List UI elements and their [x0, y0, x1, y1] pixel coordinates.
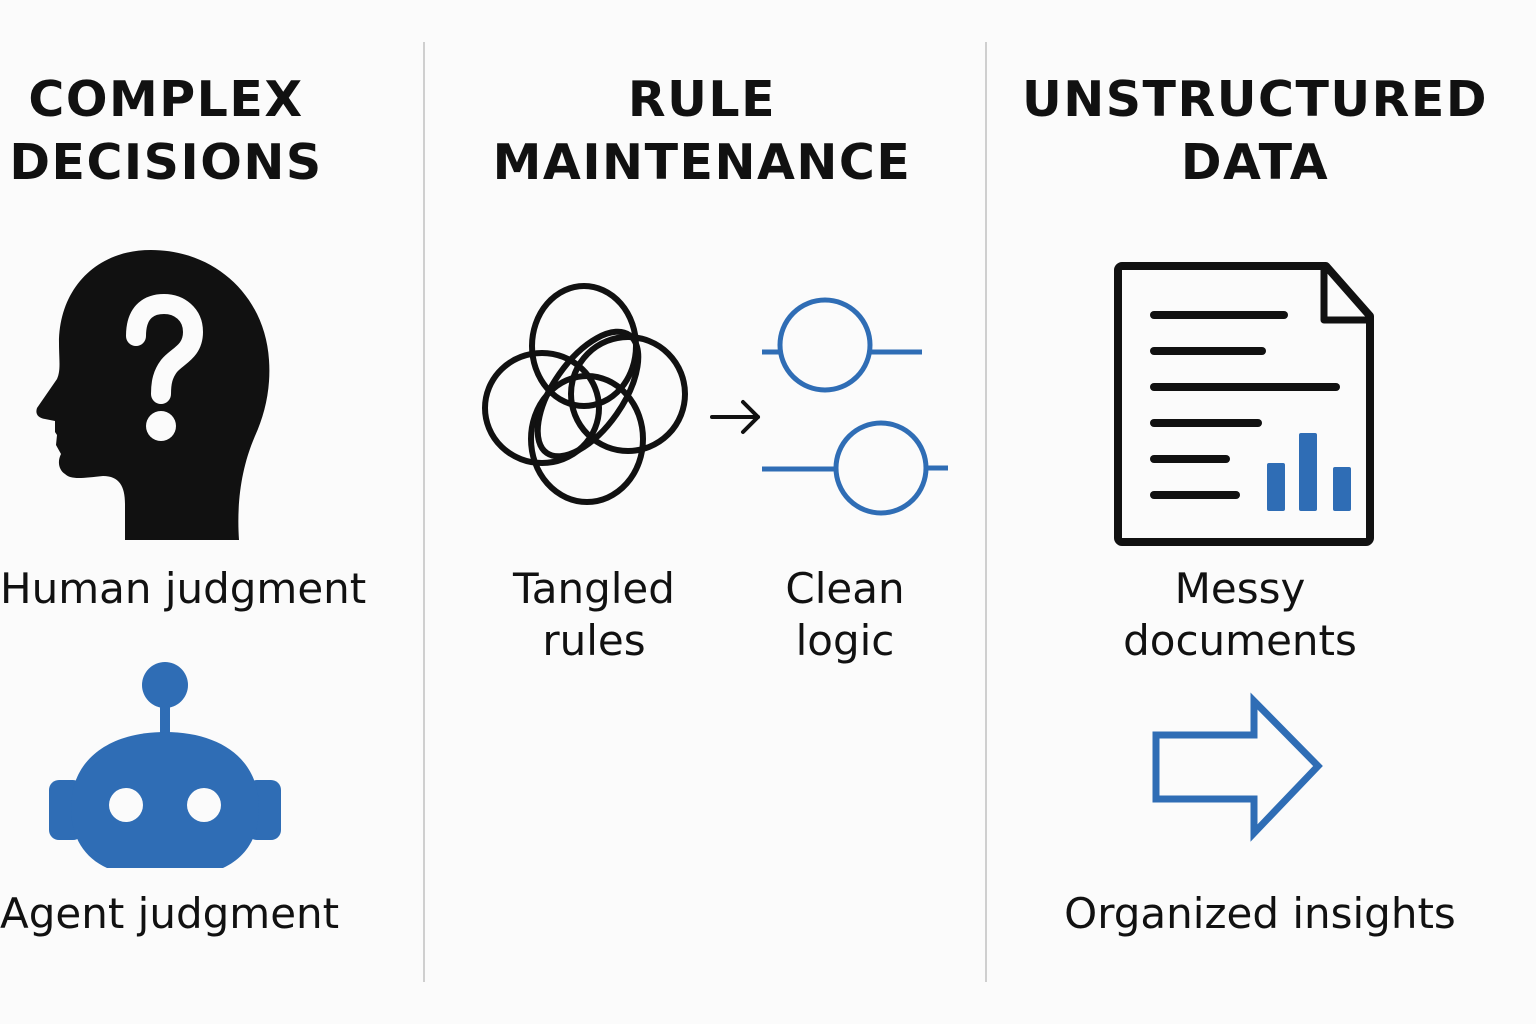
- column-divider-right: [985, 42, 987, 982]
- complex-decisions-heading: COMPLEX DECISIONS: [9, 71, 323, 191]
- unstructured-data-heading: UNSTRUCTURED DATA: [1021, 71, 1489, 191]
- human-judgment-label: Human judgment: [0, 564, 367, 613]
- outline-arrow-icon: [1152, 692, 1323, 842]
- tangled-loops-icon: [482, 283, 688, 505]
- rule-maintenance-heading: RULE MAINTENANCE: [492, 71, 912, 191]
- slider-switches-icon: [762, 297, 948, 516]
- messy-documents-label: Messy documents: [1123, 564, 1357, 665]
- tangled-rules-label: Tangled rules: [513, 564, 675, 665]
- arrow-right-icon: [710, 400, 760, 434]
- clean-logic-label: Clean logic: [785, 564, 905, 665]
- organized-insights-label: Organized insights: [1064, 889, 1456, 938]
- robot-icon: [49, 662, 281, 868]
- document-chart-icon: [1114, 262, 1374, 546]
- agent-judgment-label: Agent judgment: [0, 889, 340, 938]
- head-question-icon: [36, 250, 270, 540]
- column-divider-left: [423, 42, 425, 982]
